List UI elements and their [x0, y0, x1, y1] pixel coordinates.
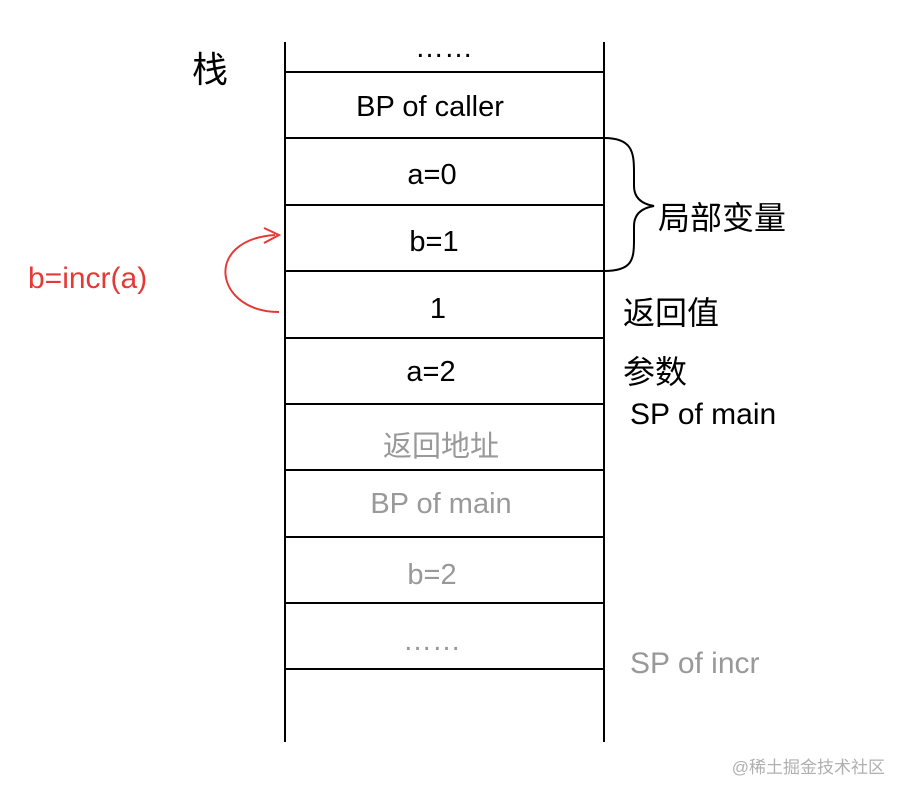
- call-arrow-head: [263, 227, 282, 244]
- sp-main-label: SP of main: [630, 398, 776, 431]
- stack-cell-return-address: 返回地址: [383, 429, 499, 463]
- stack-title: 栈: [192, 50, 228, 91]
- return-value-label: 返回值: [623, 294, 719, 332]
- stack-cell-b1: b=1: [409, 226, 458, 258]
- stack-cell-a0: a=0: [407, 159, 456, 191]
- call-arrow: [224, 234, 280, 313]
- call-expression-label: b=incr(a): [28, 262, 147, 295]
- stack-cell-bp-main: BP of main: [370, 488, 511, 520]
- stack-cell-return-value: 1: [430, 293, 446, 325]
- stack-cell-bottom-ellipsis: ……: [403, 625, 461, 657]
- params-label: 参数: [623, 353, 687, 391]
- sp-incr-label: SP of incr: [630, 647, 760, 680]
- stack-cell-bp-caller: BP of caller: [356, 91, 504, 123]
- local-vars-label: 局部变量: [658, 199, 786, 237]
- local-vars-brace: [603, 137, 655, 272]
- stack-cell-a2: a=2: [406, 356, 455, 388]
- watermark: @稀土掘金技术社区: [732, 758, 885, 777]
- stack-cell-b2: b=2: [407, 559, 456, 591]
- stack-cell-top-ellipsis: ……: [415, 32, 473, 64]
